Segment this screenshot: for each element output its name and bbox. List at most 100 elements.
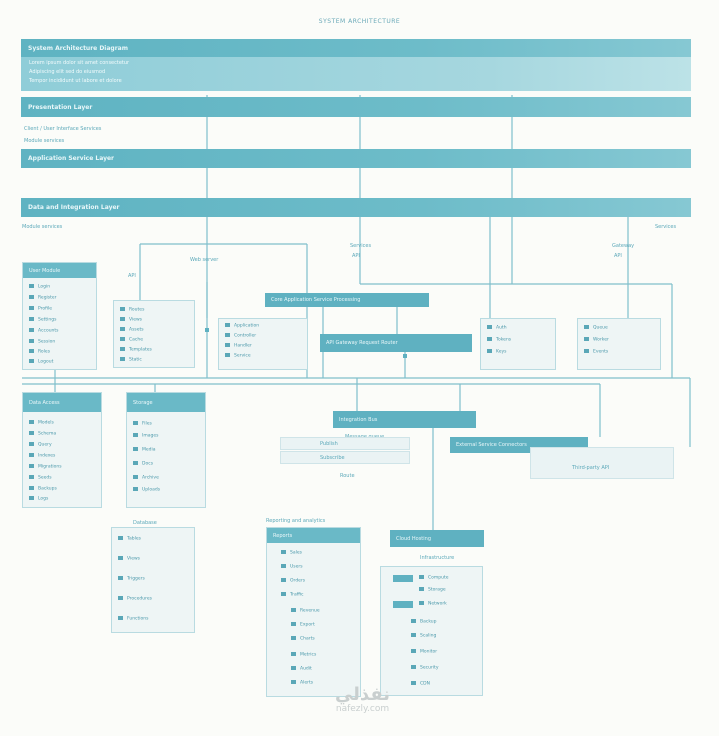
core-service-bar[interactable]: Core Application Service Processing	[265, 293, 429, 307]
list-item: Assets	[120, 327, 144, 333]
reports-node[interactable]: Reports Sales Users Orders Traffic Reven…	[266, 527, 361, 697]
list-item: Roles	[29, 349, 50, 355]
application-node[interactable]: Application Controller Handler Service	[218, 318, 308, 370]
integration-item: Publish	[320, 441, 338, 447]
list-item: Static	[120, 357, 142, 363]
third-party-box[interactable]	[530, 447, 674, 479]
list-item: Register	[29, 295, 57, 301]
list-item: Seeds	[29, 475, 52, 481]
gateway-caption-2: API	[614, 253, 622, 259]
layer-1-sub: Module services	[24, 138, 65, 144]
layer-3-bar: Data and Integration Layer	[21, 198, 691, 217]
layer-2-bar: Application Service Layer	[21, 149, 691, 168]
web-caption-2: API	[128, 273, 136, 279]
web-server-node[interactable]: Routes Views Assets Cache Templates Stat…	[113, 300, 195, 368]
cloud-hosting-node[interactable]: Compute Storage Network Backup Scaling M…	[380, 566, 483, 696]
list-item: Indexes	[29, 453, 55, 459]
services-caption-2: API	[352, 253, 360, 259]
queue-service-node[interactable]: Queue Worker Events	[577, 318, 661, 370]
watermark-url: nafezly.com	[335, 704, 390, 714]
list-item: Triggers	[118, 576, 145, 582]
cloud-hosting-bar[interactable]: Cloud Hosting	[390, 530, 484, 547]
layer-2-label: Application Service Layer	[28, 155, 115, 162]
list-item: Session	[29, 339, 55, 345]
reports-caption: Reporting and analytics	[266, 518, 326, 524]
list-item: Charts	[291, 636, 315, 642]
list-item: Sales	[281, 550, 302, 556]
list-item: Routes	[120, 307, 144, 313]
database-node[interactable]: Tables Views Triggers Procedures Functio…	[111, 527, 195, 633]
api-gateway-bar[interactable]: API Gateway Request Router	[320, 334, 472, 352]
watermark: نفذلي nafezly.com	[310, 684, 415, 715]
list-item: Controller	[225, 333, 256, 339]
list-item: Files	[133, 421, 152, 427]
layer-1-bar: Presentation Layer	[21, 97, 691, 117]
auth-service-node[interactable]: Auth Tokens Keys	[480, 318, 556, 370]
storage-title: Storage	[127, 393, 205, 412]
list-item: Alerts	[291, 680, 313, 686]
watermark-logo: نفذلي	[334, 684, 391, 705]
database-caption: Database	[133, 520, 157, 526]
list-item: Storage	[419, 587, 446, 593]
list-item: Scaling	[411, 633, 436, 639]
header-line-3: Tempor incididunt ut labore et dolore	[29, 78, 122, 84]
storage-node[interactable]: Storage Files Images Media Docs Archive …	[126, 392, 206, 508]
list-item: Users	[281, 564, 303, 570]
header-band: Lorem ipsum dolor sit amet consectetur A…	[21, 57, 691, 91]
list-item: Views	[120, 317, 142, 323]
integration-bus-bar[interactable]: Integration Bus	[333, 411, 476, 428]
list-item: Views	[118, 556, 140, 562]
list-item: Service	[225, 353, 251, 359]
list-item: Application	[225, 323, 259, 329]
integration-bus-label: Integration Bus	[339, 416, 378, 423]
user-module-node[interactable]: User Module Login Register Profile Setti…	[22, 262, 97, 370]
list-item: Models	[29, 420, 54, 426]
list-item: Archive	[133, 475, 159, 481]
storage-button[interactable]	[393, 601, 413, 608]
reports-title: Reports	[267, 528, 360, 543]
list-item: Monitor	[411, 649, 437, 655]
list-item: Network	[419, 601, 447, 607]
list-item: CDN	[411, 681, 430, 687]
list-item: Templates	[120, 347, 152, 353]
layer-3-left-caption: Module services	[22, 224, 63, 230]
list-item: Security	[411, 665, 438, 671]
list-item: Worker	[584, 337, 609, 343]
list-item: Migrations	[29, 464, 62, 470]
services-caption: Services	[350, 243, 372, 249]
third-party-caption: Third-party API	[572, 465, 610, 471]
list-item: Schema	[29, 431, 56, 437]
list-item: Revenue	[291, 608, 320, 614]
list-item: Events	[584, 349, 608, 355]
list-item: Orders	[281, 578, 305, 584]
list-item: Uploads	[133, 487, 160, 493]
web-caption: Web server	[190, 257, 219, 263]
list-item: Logs	[29, 496, 48, 502]
list-item: Auth	[487, 325, 507, 331]
list-item: Backup	[411, 619, 437, 625]
list-item: Functions	[118, 616, 149, 622]
list-item: Profile	[29, 306, 52, 312]
integration-item: Route	[340, 473, 355, 479]
header-line-1: Lorem ipsum dolor sit amet consectetur	[29, 60, 130, 66]
data-access-title: Data Access	[23, 393, 101, 412]
list-item: Backups	[29, 486, 57, 492]
list-item: Keys	[487, 349, 507, 355]
list-item: Settings	[29, 317, 56, 323]
layer-1-caption: Client / User Interface Services	[24, 126, 102, 132]
list-item: Docs	[133, 461, 153, 467]
header-line-2: Adipiscing elit sed do eiusmod	[29, 69, 106, 75]
integration-row-1	[280, 437, 410, 450]
list-item: Tables	[118, 536, 141, 542]
compute-button[interactable]	[393, 575, 413, 582]
layer-3-label: Data and Integration Layer	[28, 204, 120, 211]
cloud-hosting-label: Cloud Hosting	[396, 535, 431, 542]
data-access-node[interactable]: Data Access Models Schema Query Indexes …	[22, 392, 102, 508]
header-title: System Architecture Diagram	[28, 45, 128, 52]
list-item: Images	[133, 433, 158, 439]
layer-1-label: Presentation Layer	[28, 103, 93, 111]
diagram-title: SYSTEM ARCHITECTURE	[318, 18, 401, 25]
core-service-label: Core Application Service Processing	[271, 297, 361, 303]
list-item: Query	[29, 442, 52, 448]
list-item: Queue	[584, 325, 608, 331]
